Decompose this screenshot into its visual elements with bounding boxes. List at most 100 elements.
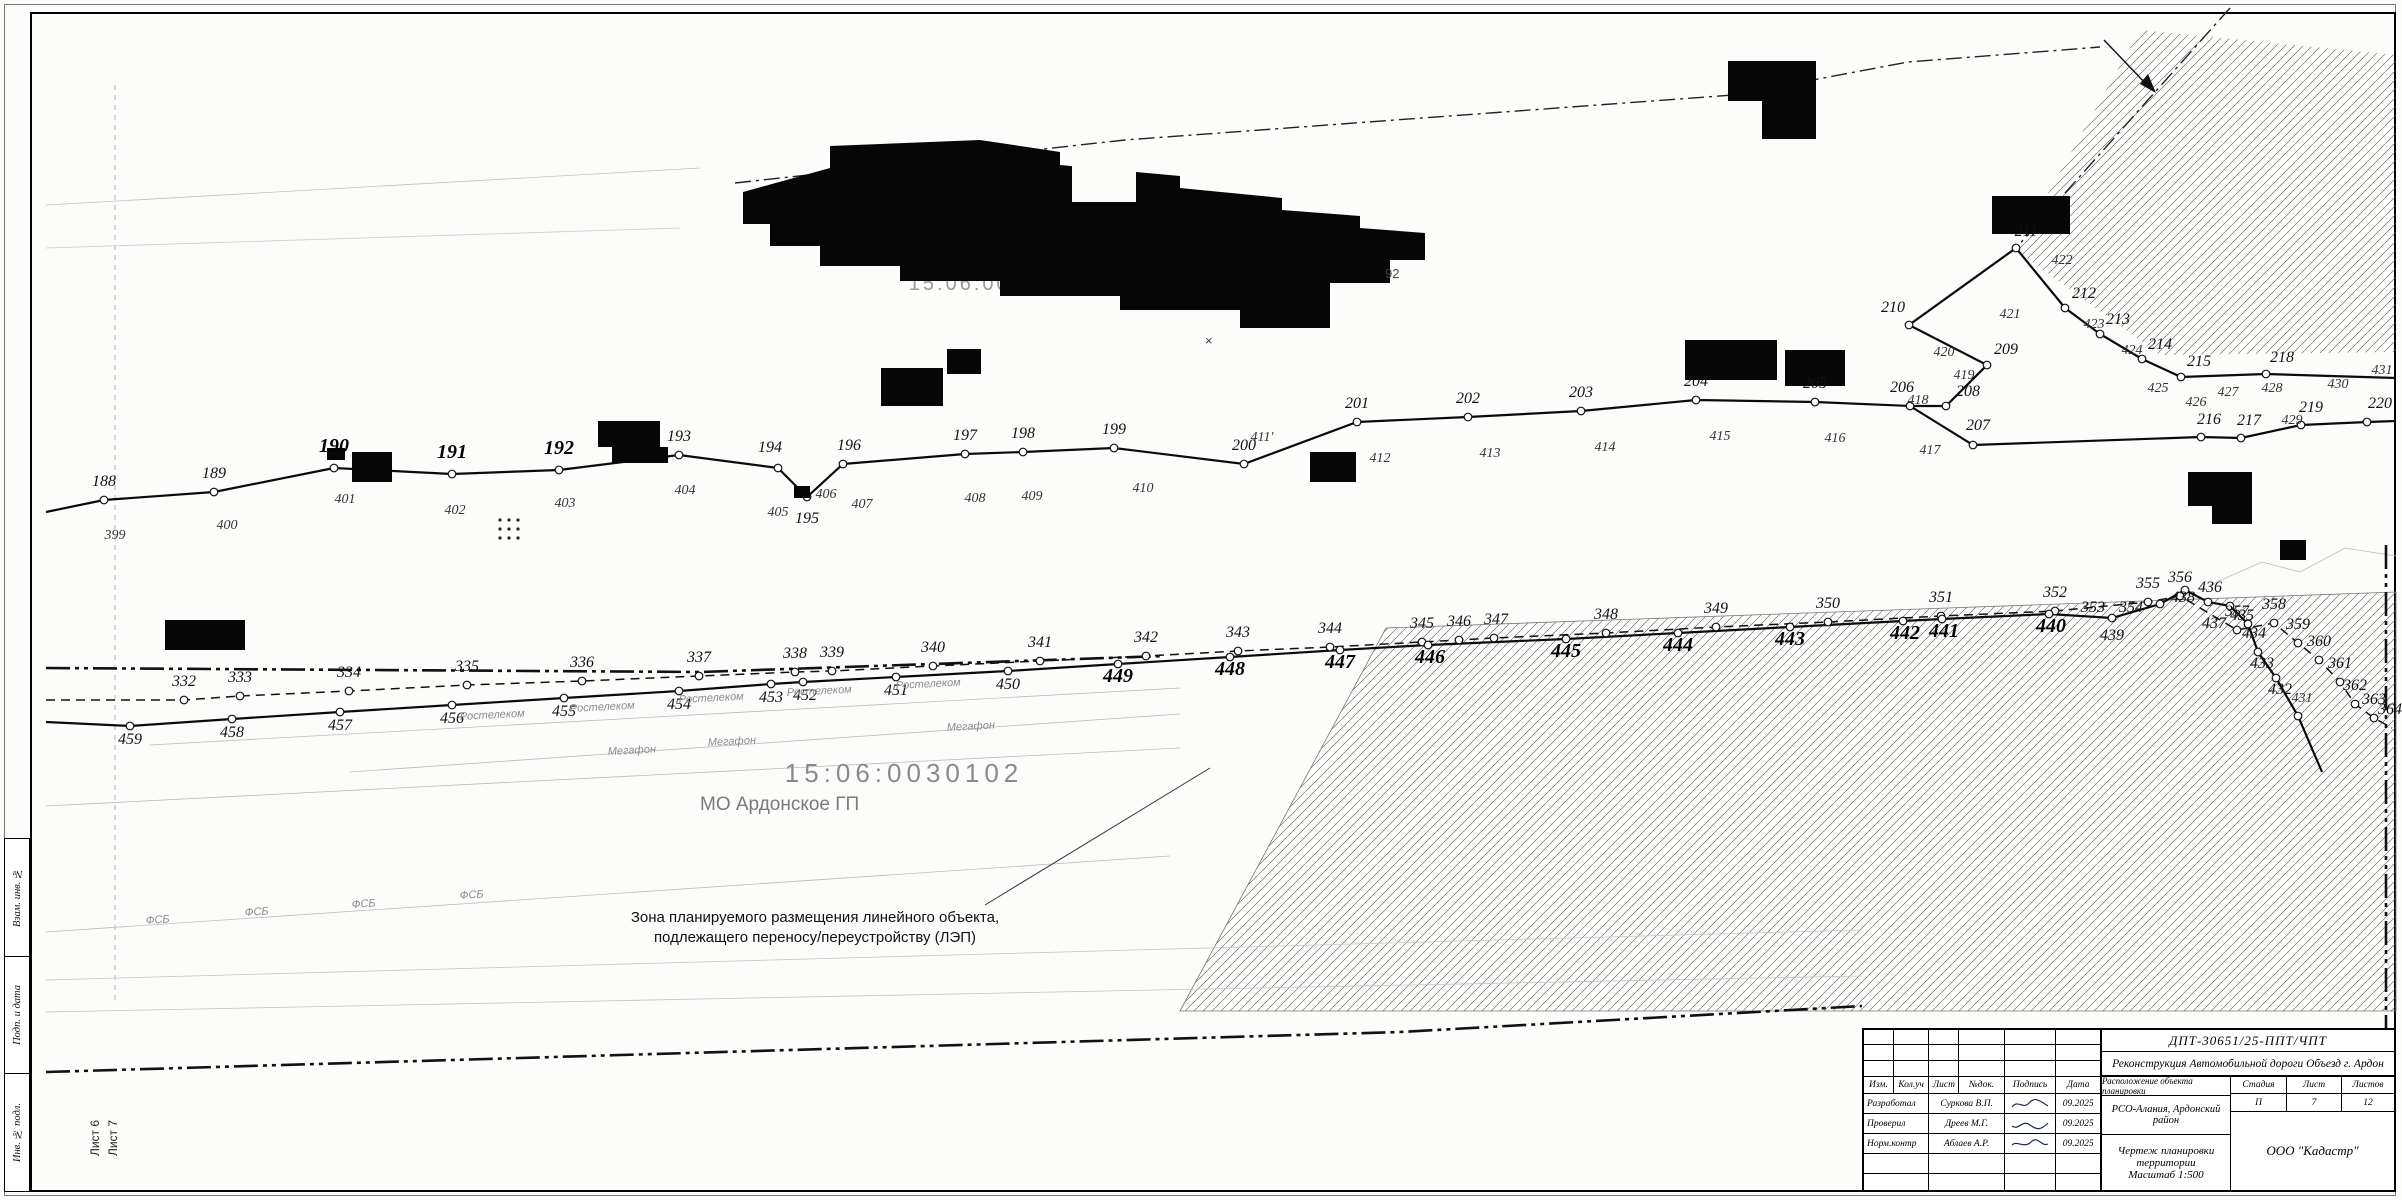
point-number-label: 453 <box>759 689 783 706</box>
plan-line <box>45 1004 1863 1074</box>
point-number-label: 456 <box>440 710 464 727</box>
role-label: Разработал <box>1864 1094 1930 1113</box>
col-ndok: №док. <box>1959 1077 2005 1093</box>
drawing-name: Чертеж планировки территории <box>2117 1144 2215 1169</box>
utility-line-label: Ростелеком <box>679 691 745 706</box>
survey-point <box>1937 614 1947 624</box>
survey-point <box>577 676 587 686</box>
signature-row-checker: Проверил Дреев М.Г. 09.2025 <box>1864 1114 2100 1134</box>
survey-point <box>2236 433 2246 443</box>
survey-point <box>1941 401 1951 411</box>
point-number-label: 362 <box>2342 677 2367 694</box>
survey-point <box>335 707 345 717</box>
plan-line <box>45 654 1165 674</box>
redacted-building <box>2212 506 2252 524</box>
person-name: Дреев М.Г. <box>1929 1114 2005 1133</box>
point-number-label: 363 <box>2361 691 2386 708</box>
point-number-label: 205 <box>1803 375 1827 392</box>
coordinate-number-label: 427 <box>2218 385 2240 400</box>
point-number-label: 203 <box>1569 384 1593 401</box>
utility-line-label: Мегафон <box>947 719 996 734</box>
point-number-label: 342 <box>1133 629 1158 646</box>
stage-label: Стадия <box>2231 1077 2287 1093</box>
point-number-label: 347 <box>1483 611 1509 628</box>
survey-point <box>1905 401 1915 411</box>
signature-icon <box>2011 1138 2049 1145</box>
survey-point <box>2137 354 2147 364</box>
redacted-building <box>2188 472 2252 506</box>
point-number-label: 352 <box>2042 584 2067 601</box>
point-number-label: 201 <box>1345 395 1369 412</box>
survey-point <box>235 691 245 701</box>
survey-point <box>2155 599 2165 609</box>
point-number-label: 218 <box>2270 349 2294 366</box>
survey-point <box>125 721 135 731</box>
coordinate-number-label: 419 <box>1954 368 1975 383</box>
survey-point <box>227 714 237 724</box>
survey-point <box>1239 459 1249 469</box>
coordinate-number-label: 431 <box>2292 691 2313 706</box>
point-number-label: 437 <box>2202 615 2227 632</box>
point-number-label: 350 <box>1815 595 1840 612</box>
sheets-label: Листов <box>2352 1080 2384 1090</box>
survey-point <box>1982 360 1992 370</box>
survey-point <box>1325 642 1335 652</box>
point-number-label: 442 <box>1889 622 1920 644</box>
point-number-label: 451 <box>884 682 908 699</box>
point-number-label: 197 <box>953 427 978 444</box>
date-cell: 09.2025 <box>2062 1098 2094 1109</box>
coordinate-number-label: 426 <box>2186 395 2207 410</box>
redacted-building <box>2280 540 2306 560</box>
hatched-zone <box>2016 30 2396 355</box>
point-number-label: 200 <box>1232 437 1256 454</box>
redacted-building <box>1685 340 1777 380</box>
point-number-label: 341 <box>1027 634 1052 651</box>
survey-point <box>1352 417 1362 427</box>
point-number-label: 441 <box>1928 620 1959 642</box>
survey-point <box>798 677 808 687</box>
redacted-building <box>612 447 668 463</box>
plan-line <box>45 246 2397 514</box>
point-number-label: 191 <box>437 441 467 463</box>
utility-line-label: Ростелеком <box>787 684 853 699</box>
coordinate-number-label: 410 <box>1133 481 1154 496</box>
hatch-layer <box>1179 30 2397 1012</box>
coordinate-number-label: 401 <box>335 492 356 507</box>
coordinate-number-label: 402 <box>445 503 466 518</box>
survey-point <box>2011 243 2021 253</box>
dot <box>507 536 511 540</box>
survey-point <box>462 680 472 690</box>
signature-cell <box>2005 1114 2057 1133</box>
coordinate-number-label: 413 <box>1480 446 1501 461</box>
point-number-label: 357 <box>2224 603 2250 620</box>
survey-point <box>2271 673 2281 683</box>
point-number-label: 345 <box>1409 615 1434 632</box>
sheets-total: 12 <box>2363 1097 2373 1108</box>
point-number-label: 450 <box>996 676 1020 693</box>
survey-point <box>891 672 901 682</box>
point-number-label: 439 <box>2100 627 2124 644</box>
point-number-label: 332 <box>171 673 196 690</box>
stage-value: П <box>2231 1094 2287 1111</box>
survey-point <box>773 463 783 473</box>
point-number-label: 358 <box>2261 596 2286 613</box>
coordinate-number-label: 409 <box>1022 489 1043 504</box>
point-number-label: 220 <box>2368 395 2392 412</box>
coordinate-number-label: 415 <box>1710 429 1731 444</box>
dot <box>498 536 502 540</box>
coordinate-number-label: 425 <box>2148 381 2169 396</box>
title-block-middle: Расположение объекта планировки РСО-Алан… <box>2102 1076 2231 1190</box>
dot <box>516 518 520 522</box>
point-number-label: 444 <box>1662 634 1693 656</box>
point-number-label: 192 <box>544 437 574 459</box>
survey-point <box>2176 372 2186 382</box>
col-koluch: Кол.уч <box>1894 1077 1930 1093</box>
plan-line <box>46 595 2393 729</box>
dot <box>498 527 502 531</box>
survey-point <box>674 450 684 460</box>
point-number-label: 364 <box>2377 701 2402 718</box>
survey-point <box>2044 609 2054 619</box>
revision-empty-row <box>1864 1030 2100 1045</box>
document-code: ДПТ-30651/25-ППТ/ЧПТ <box>2102 1030 2394 1052</box>
point-number-label: 445 <box>1550 640 1581 662</box>
